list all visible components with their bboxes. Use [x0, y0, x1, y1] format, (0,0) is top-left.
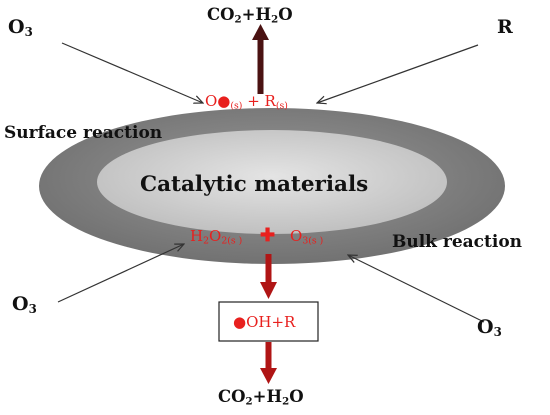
label-co2-h2o-top: CO2+H2O: [207, 5, 293, 26]
inner-core-ellipse: [97, 130, 447, 234]
arrow-o3-top-left: [61, 42, 203, 103]
label-surface-reaction: Surface reaction: [4, 123, 163, 143]
plus-icon: ✚: [260, 225, 276, 246]
arrow-r-top-right: [317, 44, 479, 103]
label-o3-bottom-right: O3: [477, 316, 502, 339]
label-o3-top-left: O3: [8, 16, 33, 39]
label-catalytic-materials: Catalytic materials: [140, 172, 369, 197]
label-bulk-species-o3: O3(s ): [290, 227, 324, 247]
label-o3-bottom-left: O3: [12, 293, 37, 316]
label-bulk-reaction: Bulk reaction: [392, 232, 523, 252]
label-oh-r: ●OH+R: [233, 313, 296, 331]
arrow-down-to-products: [260, 342, 277, 384]
label-surface-species: O●(s) + R(s): [205, 92, 288, 112]
arrow-down-to-box: [260, 254, 277, 299]
arrow-up-to-products: [252, 24, 269, 94]
label-r-top-right: R: [497, 16, 513, 38]
oh-r-box: [218, 301, 319, 342]
label-co2-h2o-bottom: CO2+H2O: [218, 387, 304, 408]
arrow-o3-bottom-right: [348, 255, 485, 323]
arrow-o3-bottom-left: [57, 244, 184, 303]
label-bulk-species-h2o2: H2O2(s ): [190, 227, 243, 247]
